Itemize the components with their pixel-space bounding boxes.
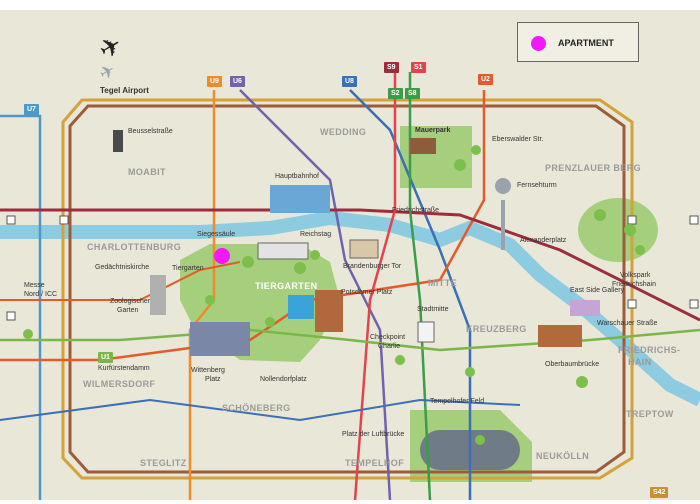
s8-badge: S8	[405, 88, 420, 99]
checkpoint-charlie-hut	[417, 321, 435, 343]
gedaechtniskirche-building	[150, 275, 166, 315]
district-wilmersdorf: WILMERSDORF	[83, 379, 156, 389]
district-steglitz: STEGLITZ	[140, 458, 187, 468]
district-friedrichshain-2: HAIN	[628, 357, 652, 367]
district-mitte: MITTE	[428, 278, 457, 288]
east-side-gallery-wall	[570, 300, 600, 316]
u9-badge: U9	[207, 76, 222, 87]
label-beusselstrasse: Beusselstraße	[128, 128, 173, 135]
legend-box: APARTMENT	[517, 22, 639, 62]
label-oberbaum: Oberbaumbrücke	[545, 361, 600, 368]
south-line	[0, 398, 521, 422]
district-tempelhof: TEMPELHOF	[345, 458, 405, 468]
label-nollendorf: Nollendorfplatz	[260, 376, 307, 383]
u6-line	[239, 89, 392, 501]
apartment-legend-label: APARTMENT	[558, 38, 614, 48]
label-checkpoint-1: Checkpoint	[370, 334, 406, 341]
label-alexanderplatz: Alexanderplatz	[520, 237, 567, 244]
brandenburger-tor-building	[349, 239, 379, 259]
u8-line	[349, 89, 472, 500]
district-prenzlauer-berg: PRENZLAUER BERG	[545, 163, 642, 173]
district-charlottenburg: CHARLOTTENBURG	[87, 242, 182, 252]
label-siegessaeule: Siegessäule	[197, 231, 236, 238]
label-messe-2: Nord / ICC	[24, 291, 58, 298]
label-friedrichstrasse: Friedrichstraße	[392, 207, 440, 214]
district-neukoelln: NEUKÖLLN	[536, 451, 590, 461]
fernsehturm-sphere	[495, 178, 511, 194]
label-brandenburger-tor: Brandenburger Tor	[343, 263, 402, 270]
reichstag-building	[257, 242, 309, 260]
u2-badge: U2	[478, 74, 493, 85]
label-luftbruecke: Platz der Luftbrücke	[342, 431, 405, 438]
u7-badge: U7	[24, 104, 39, 115]
label-volkspark-2: Friedrichshain	[612, 281, 656, 288]
hauptbahnhof-building	[270, 185, 330, 213]
district-tiergarten: TIERGARTEN	[255, 281, 318, 291]
district-wedding: WEDDING	[320, 127, 367, 137]
label-potsdamer-platz: Potsdamer Platz	[341, 289, 393, 296]
label-zoo-1: Zoologischer	[110, 298, 151, 305]
ring-line-outer	[61, 98, 634, 480]
apartment-marker[interactable]	[214, 248, 230, 264]
label-hauptbahnhof: Hauptbahnhof	[275, 173, 319, 180]
mauerpark-park	[400, 126, 472, 188]
station-stops	[6, 215, 699, 321]
district-schoeneberg: SCHÖNEBERG	[222, 403, 291, 413]
label-fernsehturm: Fernsehturm	[517, 182, 557, 189]
trees	[23, 145, 645, 445]
label-warschauer: Warschauer Straße	[597, 320, 658, 327]
airport-tower	[113, 130, 123, 152]
label-tiergarten-station: Tiergarten	[172, 265, 204, 272]
oberbaumbruecke-bridge	[538, 325, 582, 347]
label-reichstag: Reichstag	[300, 231, 332, 238]
district-friedrichshain-1: FRIEDRICHS-	[618, 345, 681, 355]
label-gedaechtniskirche: Gedächtniskirche	[95, 264, 150, 271]
u7-line	[0, 114, 42, 500]
s2-badge: S2	[388, 88, 403, 99]
u9-line	[188, 90, 216, 500]
label-messe-1: Messe	[24, 282, 45, 289]
west-line	[0, 261, 241, 301]
u6-badge: U6	[230, 76, 245, 87]
label-zoo-2: Garten	[117, 307, 139, 314]
airport-label: Tegel Airport	[100, 86, 149, 95]
u1-badge: U1	[98, 352, 113, 363]
s1-badge: S1	[411, 62, 426, 73]
district-treptow: TREPTOW	[626, 409, 674, 419]
apartment-legend-dot	[531, 36, 546, 51]
label-tempelhofer-feld: Tempelhofer Feld	[430, 398, 485, 405]
label-volkspark-1: Volkspark	[620, 272, 651, 279]
label-wittenberg-2: Platz	[205, 376, 221, 383]
label-east-side-gallery: East Side Gallery	[570, 287, 625, 294]
s9-badge: S9	[384, 62, 399, 73]
s42-badge: S42	[650, 487, 669, 498]
sony-center	[288, 295, 314, 319]
label-eberswalder: Eberswalder Str.	[492, 136, 544, 143]
label-kurfuerstendamm: Kurfürstendamm	[98, 365, 150, 372]
potsdamer-tower	[315, 290, 343, 332]
label-wittenberg-1: Wittenberg	[191, 367, 225, 374]
label-checkpoint-2: Charlie	[378, 343, 401, 350]
u8-badge: U8	[342, 76, 357, 87]
u1-line	[0, 328, 700, 352]
s9-line	[0, 208, 700, 322]
volkspark-park	[578, 198, 658, 262]
district-kreuzberg: KREUZBERG	[466, 324, 527, 334]
label-mauerpark: Mauerpark	[415, 127, 451, 134]
district-moabit: MOABIT	[128, 167, 166, 177]
mauerpark-stand	[410, 138, 436, 154]
label-stadtmitte: Stadtmitte	[417, 306, 449, 313]
s1-line	[353, 72, 397, 501]
kadewe-building	[190, 322, 250, 356]
